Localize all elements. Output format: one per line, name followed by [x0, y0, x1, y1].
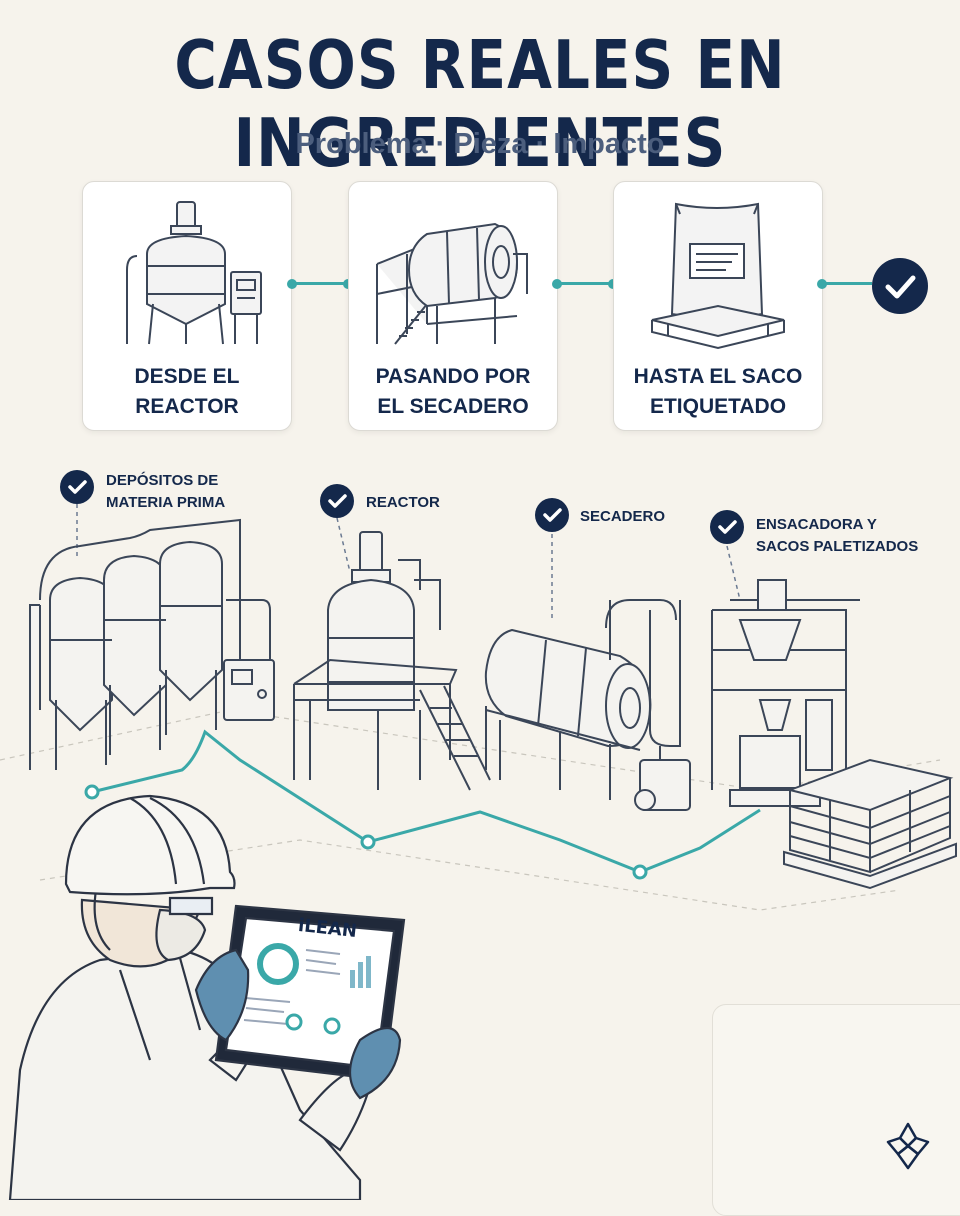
- page-subtitle: Problema · Pieza · Impacto: [295, 128, 665, 160]
- stage-label-line: REACTOR: [366, 494, 440, 511]
- check-icon: [718, 520, 737, 534]
- palletized-bags: [783, 758, 957, 890]
- step-card-reactor: DESDE EL REACTOR: [82, 181, 292, 431]
- stage-label-line: MATERIA PRIMA: [106, 494, 226, 511]
- stage-label-line: SECADERO: [580, 508, 666, 525]
- stage-label-line: ENSACADORA Y: [756, 516, 877, 533]
- flow-connector: [822, 282, 872, 285]
- stage-label-raw-material: DEPÓSITOS DE MATERIA PRIMA: [106, 470, 225, 514]
- stage-label-line: DEPÓSITOS DE: [106, 472, 219, 489]
- stage-check-badge: [710, 510, 744, 544]
- step-label-reactor: DESDE EL REACTOR: [83, 362, 291, 422]
- step-label-line: REACTOR: [135, 395, 239, 418]
- step-label-line: ETIQUETADO: [649, 395, 787, 418]
- page-title: CASOS REALES EN INGREDIENTES: [174, 25, 786, 183]
- raw-material-silos: [29, 518, 275, 770]
- stage-check-badge: [320, 484, 354, 518]
- dryer-icon: [376, 222, 528, 345]
- step-label-dryer: PASANDO POR EL SECADERO: [349, 362, 557, 422]
- connector-dot: [287, 279, 297, 289]
- step-label-bag: HASTA EL SACO ETIQUETADO: [614, 362, 822, 422]
- worker-illustration: [8, 794, 406, 1200]
- step-label-line: HASTA EL SACO: [633, 365, 803, 388]
- bagging-machine: [711, 579, 860, 807]
- check-icon: [328, 494, 347, 508]
- stage-check-badge: [60, 470, 94, 504]
- reactor-unit: [293, 531, 491, 791]
- corner-panel: [712, 1004, 960, 1216]
- dryer-unit: [484, 599, 691, 811]
- brand-logo-icon: [886, 1122, 930, 1170]
- stage-label-reactor: REACTOR: [366, 492, 440, 514]
- step-label-line: DESDE EL: [134, 365, 240, 388]
- stage-label-line: SACOS PALETIZADOS: [756, 538, 919, 555]
- step-card-bag: HASTA EL SACO ETIQUETADO: [613, 181, 823, 431]
- step-label-line: EL SECADERO: [377, 395, 529, 418]
- stage-check-badge: [535, 498, 569, 532]
- step-card-dryer: PASANDO POR EL SECADERO: [348, 181, 558, 431]
- plant-illustration: [0, 504, 957, 911]
- labeled-bag-icon: [651, 202, 785, 350]
- stage-label-bagging: ENSACADORA Y SACOS PALETIZADOS: [756, 514, 918, 558]
- flow-connector: [292, 282, 348, 285]
- step-label-line: PASANDO POR: [375, 365, 531, 388]
- stage-label-dryer: SECADERO: [580, 506, 665, 528]
- check-icon: [543, 508, 562, 522]
- connector-dot: [817, 279, 827, 289]
- reactor-icon: [126, 201, 262, 345]
- check-icon: [68, 480, 87, 494]
- check-icon: [885, 275, 916, 299]
- final-check-badge: [872, 258, 928, 314]
- connector-dot: [552, 279, 562, 289]
- flow-connector: [557, 282, 613, 285]
